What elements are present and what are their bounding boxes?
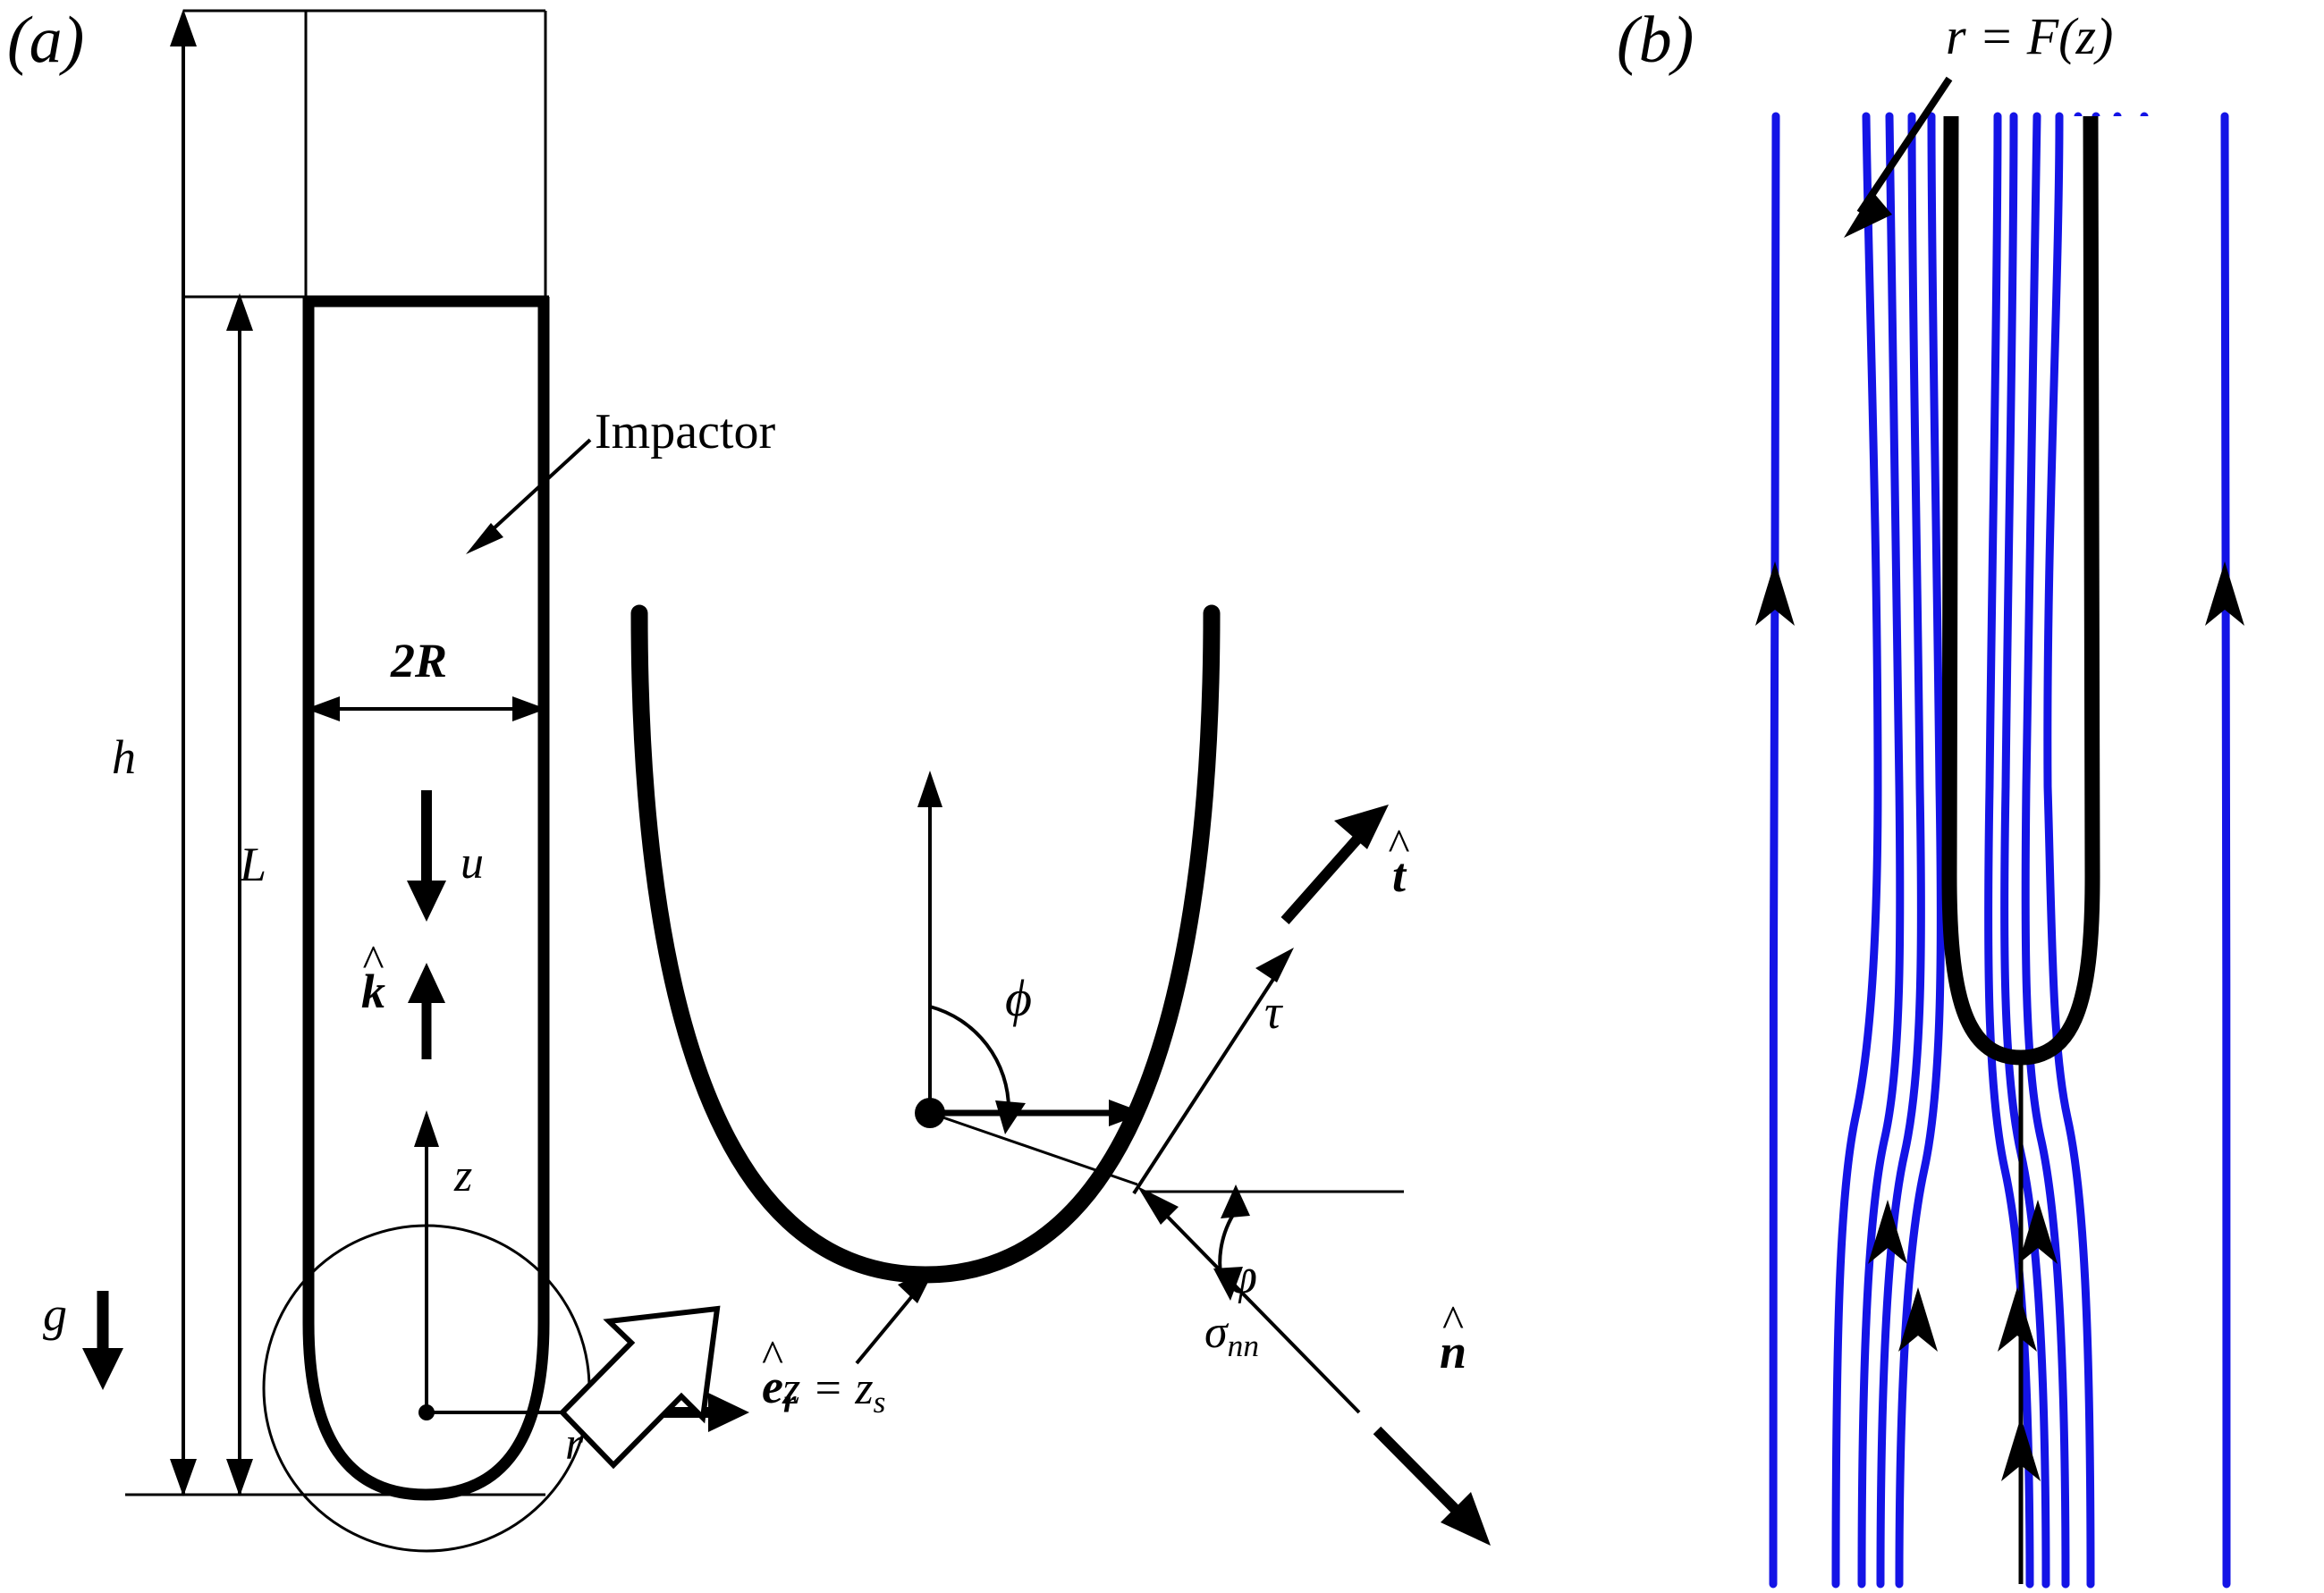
flow-arrow-icon	[2001, 1417, 2041, 1481]
streamline	[2043, 112, 2095, 1589]
panel-a-graphic	[82, 9, 1491, 1553]
normal-stress-sigma: σ	[1204, 1307, 1228, 1358]
unit-vector-t-arrow	[1280, 805, 1389, 924]
detail-free-surface-curve	[630, 604, 1221, 1284]
streamline	[1831, 112, 1882, 1589]
diameter-label-2R: 2R	[391, 634, 448, 687]
boundary-equation-label: r = F(z)	[1946, 7, 2114, 65]
unit-vector-n-arrow	[1373, 1426, 1491, 1546]
streamline-overpaint-mask	[1989, 115, 2151, 1585]
axis-z-arrow	[414, 1110, 439, 1412]
angle-varphi-arc	[1213, 1184, 1250, 1301]
flow-arrowheads	[1755, 561, 2244, 1481]
shear-stress-label-tau: τ	[1264, 985, 1282, 1039]
unit-vector-k-letter: k	[361, 965, 385, 1018]
dimension-L	[226, 293, 253, 1496]
impactor-body	[302, 295, 550, 1501]
angle-phi-label: ϕ	[1005, 969, 1033, 1027]
normal-stress-label: σnn	[1204, 1310, 1259, 1361]
hat-accent-t: ^	[1388, 820, 1410, 872]
unit-vector-n-label: ^n	[1440, 1299, 1467, 1378]
dimension-2R	[306, 696, 546, 721]
normal-stress-arrow-sigma-nn	[1137, 1186, 1361, 1414]
streamline	[1769, 112, 1780, 1589]
streamline	[1876, 112, 1925, 1589]
surface-position-label: z = zs	[782, 1366, 885, 1418]
impactor-leader-arrow	[466, 438, 592, 554]
boundary-curve-F	[1941, 115, 2100, 1584]
axis-r-label: r	[565, 1419, 584, 1470]
panel-b-tag: (b)	[1617, 4, 1694, 77]
streamline	[2000, 112, 2050, 1589]
streamline	[1857, 112, 1905, 1589]
gravity-label-g: g	[43, 1287, 67, 1341]
flow-arrow-icon	[1755, 561, 1795, 626]
velocity-arrow-u	[407, 790, 446, 922]
detail-radius-line	[929, 1111, 1138, 1186]
normal-stress-subscript: nn	[1227, 1327, 1260, 1363]
velocity-label-u: u	[461, 838, 484, 889]
hat-accent-k: ^	[362, 936, 385, 988]
panel-b-graphic	[1755, 76, 2244, 1589]
angle-varphi-label: φ	[1230, 1249, 1257, 1304]
length-label-L: L	[240, 838, 267, 891]
unit-vector-e-subscript: r	[782, 1382, 797, 1420]
panel-a-tag: (a)	[7, 4, 85, 77]
hat-accent-n: ^	[1441, 1296, 1465, 1348]
bath-container-outline	[125, 9, 547, 1496]
gravity-arrow	[82, 1291, 123, 1390]
impactor-label: Impactor	[595, 404, 776, 459]
flow-arrow-icon	[2018, 1200, 2058, 1264]
angle-phi-arc	[929, 1005, 1026, 1134]
surface-position-subscript: s	[873, 1383, 886, 1420]
dimension-h	[170, 9, 197, 1496]
unit-vector-n-letter: n	[1440, 1325, 1467, 1378]
streamline	[2220, 112, 2231, 1589]
unit-vector-t-label: ^t	[1388, 822, 1409, 902]
detail-center-axes	[915, 771, 1145, 1128]
zoom-callout-arrow	[558, 1305, 721, 1470]
streamline	[1895, 112, 1945, 1589]
flow-arrow-icon	[2205, 561, 2244, 626]
unit-vector-e-letter: e	[762, 1360, 783, 1413]
streamline	[2021, 112, 2070, 1589]
boundary-label-leader-arrow	[1844, 76, 1953, 238]
streamlines-group	[1769, 112, 2231, 1589]
unit-vector-t-letter: t	[1392, 848, 1407, 902]
unit-vector-er-label: ^er	[762, 1334, 797, 1420]
surface-position-leader-arrow	[855, 1268, 935, 1365]
flow-arrow-icon	[1868, 1200, 1907, 1264]
hat-accent-e: ^	[761, 1331, 784, 1383]
flow-arrow-icon	[1998, 1287, 2037, 1352]
height-label-h: h	[112, 730, 136, 784]
flow-arrow-icon	[1898, 1287, 1938, 1352]
surface-position-text: z = z	[782, 1363, 874, 1414]
unit-vector-k-label: ^k	[361, 939, 385, 1018]
shear-stress-arrow-tau	[1132, 948, 1294, 1195]
unit-vector-k-arrow	[408, 963, 445, 1059]
axis-z-label: z	[454, 1150, 473, 1201]
